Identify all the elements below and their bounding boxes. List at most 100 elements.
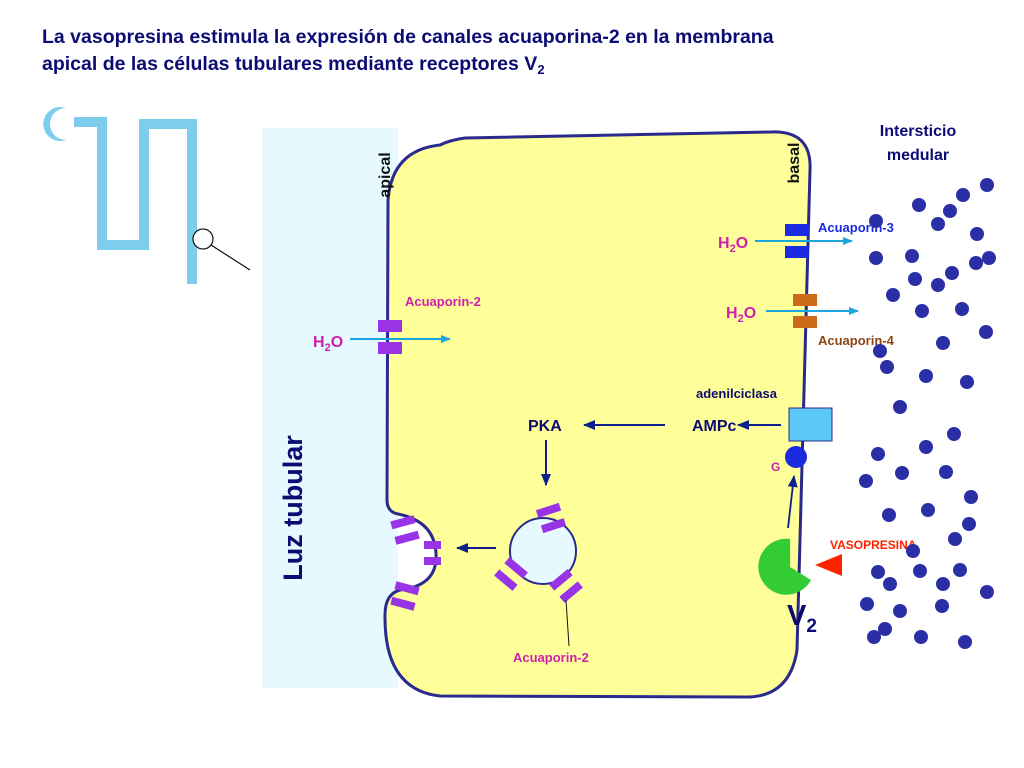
vasopresina-label: VASOPRESINA [830,538,917,552]
h2o-aquaporin3-label: H2O [718,235,748,255]
h2o-o: O [331,334,343,351]
solute-particle [982,251,996,265]
basal-label: basal [786,143,803,184]
solute-particle [914,630,928,644]
solute-particle [962,517,976,531]
receptor-to-g-arrow [787,475,798,529]
intersticio-label: Intersticio [880,123,957,140]
magnifier-pointer-line [210,244,251,271]
solute-particle [958,635,972,649]
solute-particle [871,565,885,579]
magnifier-circle-icon [192,228,214,250]
solute-particle [970,227,984,241]
solute-particle [912,198,926,212]
solute-particle [931,217,945,231]
solute-particle [906,544,920,558]
acuaporin2-top-label: Acuaporin-2 [405,294,481,309]
solute-particle [882,508,896,522]
glomerulus-capsule-icon [43,107,66,141]
h2o-aquaporin4-label: H2O [726,305,756,325]
solute-particle [860,597,874,611]
solute-particle [867,630,881,644]
title-line-1: La vasopresina estimula la expresión de … [42,26,774,48]
solute-particle [869,214,883,228]
solute-particle [979,325,993,339]
v2-receptor [758,538,811,595]
medular-label: medular [887,147,949,164]
pka-label: PKA [528,418,562,435]
solute-particle [947,427,961,441]
g-protein-circle [785,446,807,468]
h2o-o: O [736,235,748,252]
solute-particle [955,302,969,316]
v2-label: V2 [787,600,817,637]
v2-sub: 2 [806,616,817,637]
solute-particle [935,599,949,613]
solute-particle [960,375,974,389]
solute-particle [893,604,907,618]
adenylate-cyclase-box [788,407,833,442]
solute-particle [936,577,950,591]
solute-particle [871,447,885,461]
solute-particle [908,272,922,286]
apical-label: apical [377,152,394,197]
h2o-h: H [726,305,738,322]
solute-particle [880,360,894,374]
h2o-o: O [744,305,756,322]
solute-particle [945,266,959,280]
inserted-aquaporin2-middle [424,541,441,565]
solute-particle [931,278,945,292]
solute-particle [905,249,919,263]
h2o-h: H [718,235,730,252]
tubular-cell [383,130,812,699]
acuaporin2-bottom-label: Acuaporin-2 [513,650,589,665]
h2o-sub: 2 [738,313,744,325]
page-title: La vasopresina estimula la expresión de … [42,24,942,83]
solute-particle [936,336,950,350]
solute-particle [943,204,957,218]
vesicle-aquaporin2-left [494,557,528,591]
title-line-2-text: apical de las células tubulares mediante… [42,53,538,75]
solute-particle [919,369,933,383]
solute-particle [939,465,953,479]
interstitial-particles [859,178,996,649]
vasopressin-triangle [815,554,842,576]
apical-aquaporin2-channel [378,320,402,354]
h2o-sub: 2 [325,342,331,354]
h2o-apical-label: H2O [313,334,343,354]
g-protein-label: G [771,460,780,474]
inserted-aquaporin2-upper [390,515,420,545]
solute-particle [869,251,883,265]
solute-particle [948,532,962,546]
solute-particle [969,256,983,270]
h2o-h: H [313,334,325,351]
v2-main: V [787,600,807,632]
inserted-aquaporin2-lower [390,581,420,611]
adenilciclasa-label: adenilciclasa [696,386,778,401]
solute-particle [919,440,933,454]
title-line-2-subscript: 2 [537,62,545,77]
solute-particle [953,563,967,577]
solute-particle [895,466,909,480]
solute-particle [980,178,994,192]
aquaporin2-vesicle [509,517,577,585]
acuaporin4-label: Acuaporin-4 [818,333,895,348]
solute-particle [883,577,897,591]
solute-particle [964,490,978,504]
aquaporin3-channel [785,224,809,258]
tubular-lumen [262,128,398,688]
vesicle-pointer-line [565,599,570,647]
nephron-tubule-icon [43,107,251,284]
solute-particle [878,622,892,636]
solute-particle [980,585,994,599]
vesicle-aquaporin2-right [549,569,583,603]
h2o-sub: 2 [730,243,736,255]
solute-particle [921,503,935,517]
aquaporin4-channel [793,294,817,328]
solute-particle [913,564,927,578]
ampc-label: AMPc [692,418,737,435]
solute-particle [886,288,900,302]
title-line-2: apical de las células tubulares mediante… [42,51,942,83]
solute-particle [873,344,887,358]
